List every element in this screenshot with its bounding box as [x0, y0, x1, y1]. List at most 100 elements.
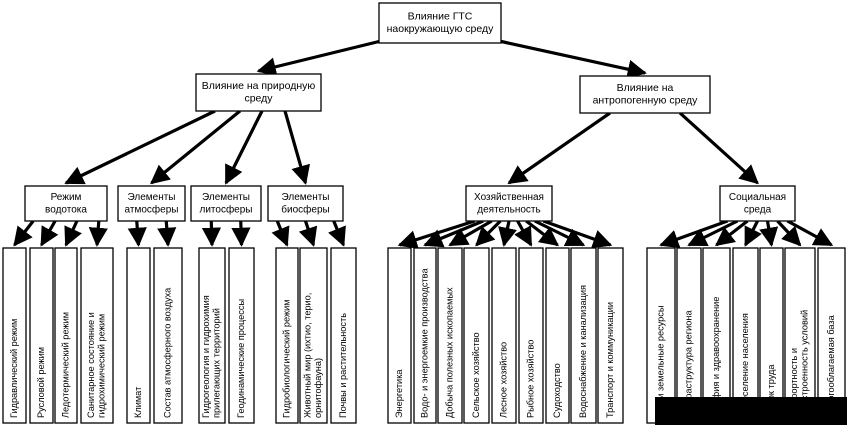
node-anthro [579, 75, 711, 114]
node-water-label: водотока [45, 204, 87, 215]
edge-social-leaf [687, 219, 739, 247]
leaf-label: Рыбное хозяйство [525, 340, 535, 418]
node-econ-label: деятельность [477, 204, 540, 215]
node-social-label: среда [744, 204, 772, 215]
leaf-label: Водо- и энергоемкие производства [419, 268, 429, 418]
leaf-node [299, 247, 328, 424]
leaf-node [437, 247, 463, 424]
leaf-node [330, 247, 357, 424]
leaf-label: Гидравлический режим [9, 319, 19, 418]
edge-econ-leaf [525, 219, 560, 247]
edge-layer [13, 39, 834, 249]
edge-atmo-leaf [157, 220, 177, 247]
edge-bio-leaf [271, 220, 290, 247]
leaf-node [784, 247, 816, 424]
leaf-node [646, 247, 676, 424]
node-econ-label: Хозяйственная [474, 192, 544, 203]
leaf-label: Транспорт и коммуникации [605, 302, 615, 418]
leaf-label: Гидрогеология и гидрохимия [201, 295, 211, 418]
edge-social-leaf [714, 219, 749, 247]
node-anthro-label: антропогенную среду [593, 95, 699, 107]
leaf-label: Животный мир (ихтио, терио, [303, 293, 313, 418]
edge-nature-water [64, 109, 216, 185]
node-litho-label: литосферы [200, 203, 253, 215]
edge-econ-leaf [534, 219, 586, 247]
leaf-label: Сельское хозяйство [471, 332, 481, 418]
leaf-label: Налогооблагаемая база [826, 314, 836, 418]
leaf-node [491, 247, 517, 424]
edge-econ-leaf [448, 219, 493, 247]
leaf-label: Геодинамические процессы [236, 299, 246, 418]
node-water-label: Режим [51, 192, 82, 203]
node-social [719, 185, 796, 222]
node-atmo [117, 185, 186, 222]
node-social-label: Социальная [729, 192, 786, 203]
leaf-label: орнитофауна) [313, 358, 323, 418]
leaf-label: Рынок труда [766, 364, 776, 418]
root-node [378, 2, 502, 44]
node-litho [190, 185, 262, 222]
node-nature-label: среду [244, 93, 273, 105]
leaf-node [198, 247, 226, 424]
node-bio [267, 185, 344, 222]
leaf-label: Водоснабжение и канализация [578, 285, 588, 418]
node-atmo-label: атмосферы [125, 203, 179, 215]
leaf-node [817, 247, 846, 424]
leaf-node [413, 247, 437, 424]
edge-litho-leaf [231, 220, 251, 247]
edge-social-leaf [776, 219, 802, 247]
node-econ [465, 185, 553, 222]
edge-anthro-econ [507, 111, 611, 185]
leaf-label: Судоходство [552, 363, 562, 418]
edge-water-leaf [64, 220, 82, 247]
edge-water-leaf [88, 220, 108, 247]
edge-root-anthro [498, 39, 647, 79]
edge-nature-atmo [150, 109, 242, 185]
leaf-label: Состав атмосферного воздуха [162, 287, 172, 418]
node-nature [195, 73, 322, 112]
leaf-node [676, 247, 702, 424]
leaf-node [126, 247, 151, 424]
node-nature-label: Влияние на природную [202, 80, 316, 92]
leaf-node [275, 247, 299, 424]
leaf-node [387, 247, 412, 424]
edge-social-leaf [786, 219, 834, 247]
edge-social-leaf [759, 220, 779, 247]
leaf-node [228, 247, 255, 424]
edge-anthro-social [678, 111, 759, 185]
leaf-label: прилегающих территорий [212, 308, 222, 418]
edge-econ-leaf [542, 219, 613, 249]
edge-water-leaf [40, 220, 59, 247]
leaf-node [545, 247, 570, 424]
leaf-node [702, 247, 731, 424]
leaf-label: Инфраструктура региона [683, 310, 693, 418]
leaf-label: Добыча полезных ископаемых [444, 287, 454, 418]
leaf-node [518, 247, 544, 424]
leaf-label: Климат [133, 386, 143, 418]
leaf-label: Санитарное состояние и [86, 312, 96, 418]
leaf-node [153, 247, 183, 424]
edge-root-nature [256, 39, 382, 77]
leaf-label: ография и здравоохранение [711, 297, 721, 418]
leaf-node [80, 247, 114, 424]
leaf-node [463, 247, 490, 424]
edge-litho-leaf [201, 220, 222, 247]
edge-econ-leaf [475, 219, 502, 247]
leaf-label: Энергетика [394, 369, 404, 418]
node-bio-label: биосферы [281, 203, 329, 215]
node-litho-label: Элементы [202, 192, 250, 203]
node-bio-label: Элементы [282, 192, 330, 203]
node-atmo-label: Элементы [128, 192, 176, 203]
leaf-label: Ледотермический режим [60, 312, 70, 418]
leaf-label: агоустроенность условий [800, 310, 810, 418]
edge-water-leaf [13, 220, 35, 247]
leaf-label: гидрохимический режим [97, 314, 107, 418]
edge-bio-leaf [298, 220, 318, 247]
leaf-label: Переселение населения [740, 313, 750, 418]
node-anthro-label: Влияние на [617, 82, 674, 94]
edge-nature-litho [224, 110, 264, 185]
node-water [24, 185, 108, 222]
edge-social-leaf [744, 220, 762, 247]
